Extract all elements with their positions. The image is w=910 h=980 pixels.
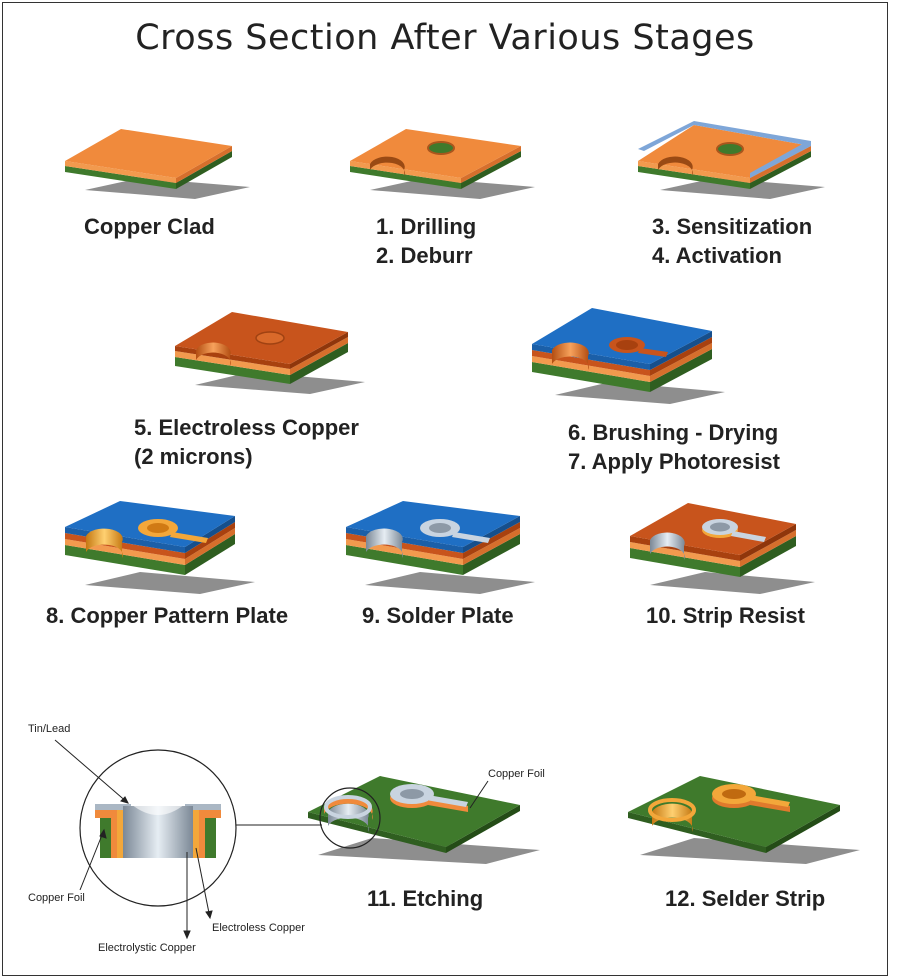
caption-copper-pattern-plate: 8. Copper Pattern Plate [46, 601, 288, 630]
caption-electroless-thickness: (2 microns) [134, 442, 253, 471]
board-copper-clad [65, 129, 250, 199]
caption-drilling: 1. Drilling [376, 212, 476, 241]
caption-copper-clad: Copper Clad [84, 212, 215, 241]
caption-sensitization: 3. Sensitization [652, 212, 812, 241]
label-electrolystic-copper: Electrolystic Copper [98, 942, 196, 954]
label-copper-foil-detail: Copper Foil [28, 892, 85, 904]
board-electroless-copper [175, 312, 365, 394]
magnified-hole-detail [80, 750, 380, 906]
board-drilling [350, 129, 535, 199]
caption-selder-strip: 12. Selder Strip [665, 884, 825, 913]
label-electroless-copper: Electroless Copper [212, 922, 305, 934]
board-pattern-plate [65, 501, 255, 594]
board-solder-plate [346, 501, 535, 594]
caption-electroless-copper: 5. Electroless Copper [134, 413, 359, 442]
caption-brushing-drying: 6. Brushing - Drying [568, 418, 778, 447]
board-sensitization [638, 121, 825, 199]
caption-apply-photoresist: 7. Apply Photoresist [568, 447, 780, 476]
board-selder-strip [628, 776, 860, 864]
board-strip-resist [630, 503, 815, 594]
label-copper-foil-etching: Copper Foil [488, 768, 545, 780]
caption-strip-resist: 10. Strip Resist [646, 601, 805, 630]
caption-solder-plate: 9. Solder Plate [362, 601, 514, 630]
label-tin-lead: Tin/Lead [28, 723, 70, 735]
caption-activation: 4. Activation [652, 241, 782, 270]
caption-etching: 11. Etching [367, 884, 483, 913]
board-photoresist [532, 308, 725, 404]
caption-deburr: 2. Deburr [376, 241, 473, 270]
